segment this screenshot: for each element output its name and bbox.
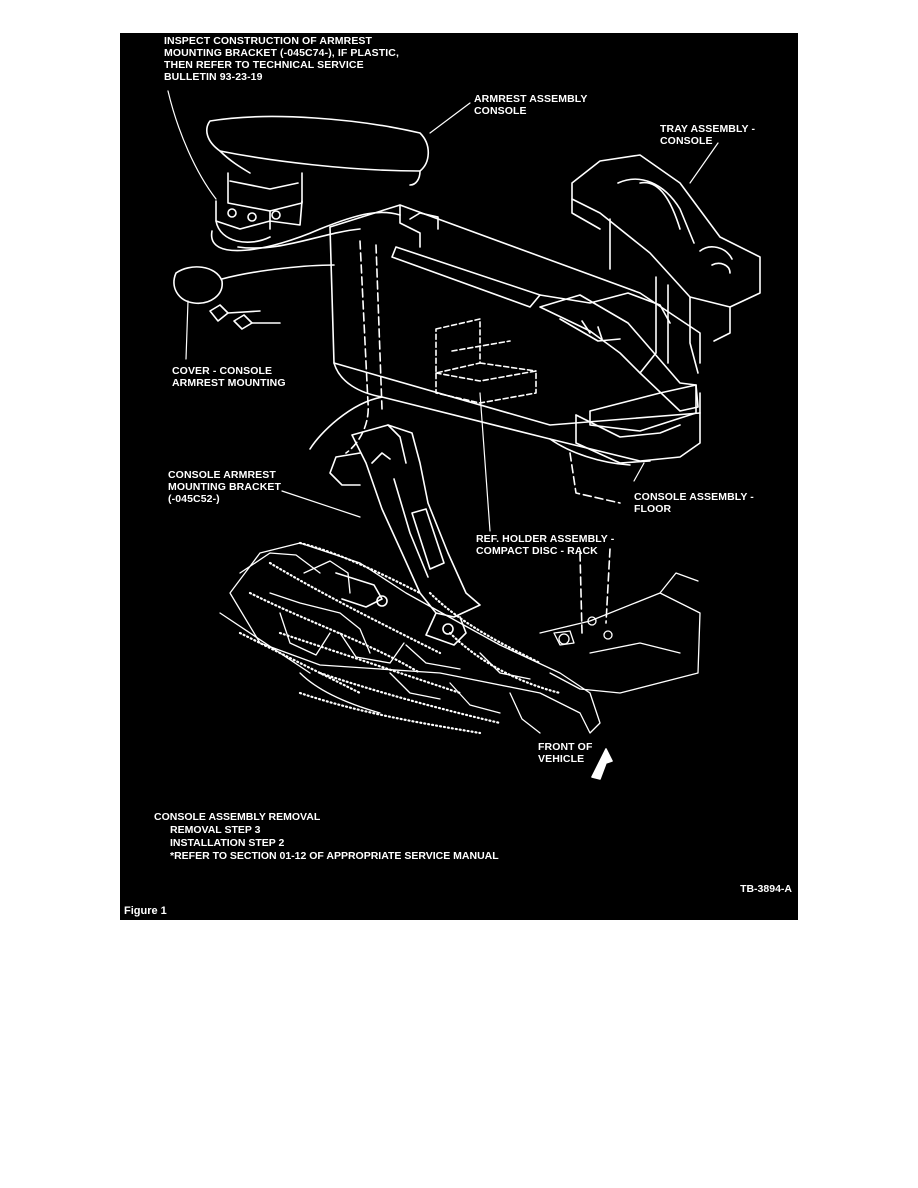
tray-assembly (571, 154, 761, 374)
carpet-texture (238, 541, 562, 735)
figure-caption: Figure 1 (124, 905, 167, 917)
cd-holder-label: REF. HOLDER ASSEMBLY - COMPACT DISC - RA… (476, 533, 615, 557)
cd-rack-holder (435, 318, 537, 404)
console-exploded-view (167, 90, 761, 780)
cover-label: COVER - CONSOLE ARMREST MOUNTING (172, 365, 286, 389)
front-arrow (591, 748, 613, 780)
console-body (309, 204, 701, 466)
figure-code: TB-3894-A (740, 883, 792, 895)
mounting-bracket-label: CONSOLE ARMREST MOUNTING BRACKET (-045C5… (168, 469, 282, 505)
armrest-mounting-bracket (329, 424, 481, 646)
mounting-screws (209, 304, 281, 330)
diagram-figure: INSPECT CONSTRUCTION OF ARMREST MOUNTING… (120, 33, 798, 920)
procedure-notes: CONSOLE ASSEMBLY REMOVAL REMOVAL STEP 3 … (154, 811, 499, 863)
armrest-cover (173, 264, 335, 305)
floor-pan (219, 542, 701, 734)
leader-lines (167, 90, 719, 532)
armrest-assembly (206, 115, 430, 243)
floor-console (539, 294, 699, 464)
front-of-vehicle-label: FRONT OF VEHICLE (538, 741, 593, 765)
reference-note: *REFER TO SECTION 01-12 OF APPROPRIATE S… (170, 850, 499, 862)
inspect-bracket-note: INSPECT CONSTRUCTION OF ARMREST MOUNTING… (164, 35, 400, 83)
installation-step: INSTALLATION STEP 2 (170, 837, 285, 849)
floor-console-label: CONSOLE ASSEMBLY - FLOOR (634, 491, 754, 515)
removal-step: REMOVAL STEP 3 (170, 824, 261, 836)
tray-assembly-label: TRAY ASSEMBLY - CONSOLE (660, 123, 756, 147)
notes-title: CONSOLE ASSEMBLY REMOVAL (154, 811, 321, 823)
armrest-assembly-label: ARMREST ASSEMBLY CONSOLE (474, 93, 588, 117)
hidden-lines (345, 240, 621, 634)
